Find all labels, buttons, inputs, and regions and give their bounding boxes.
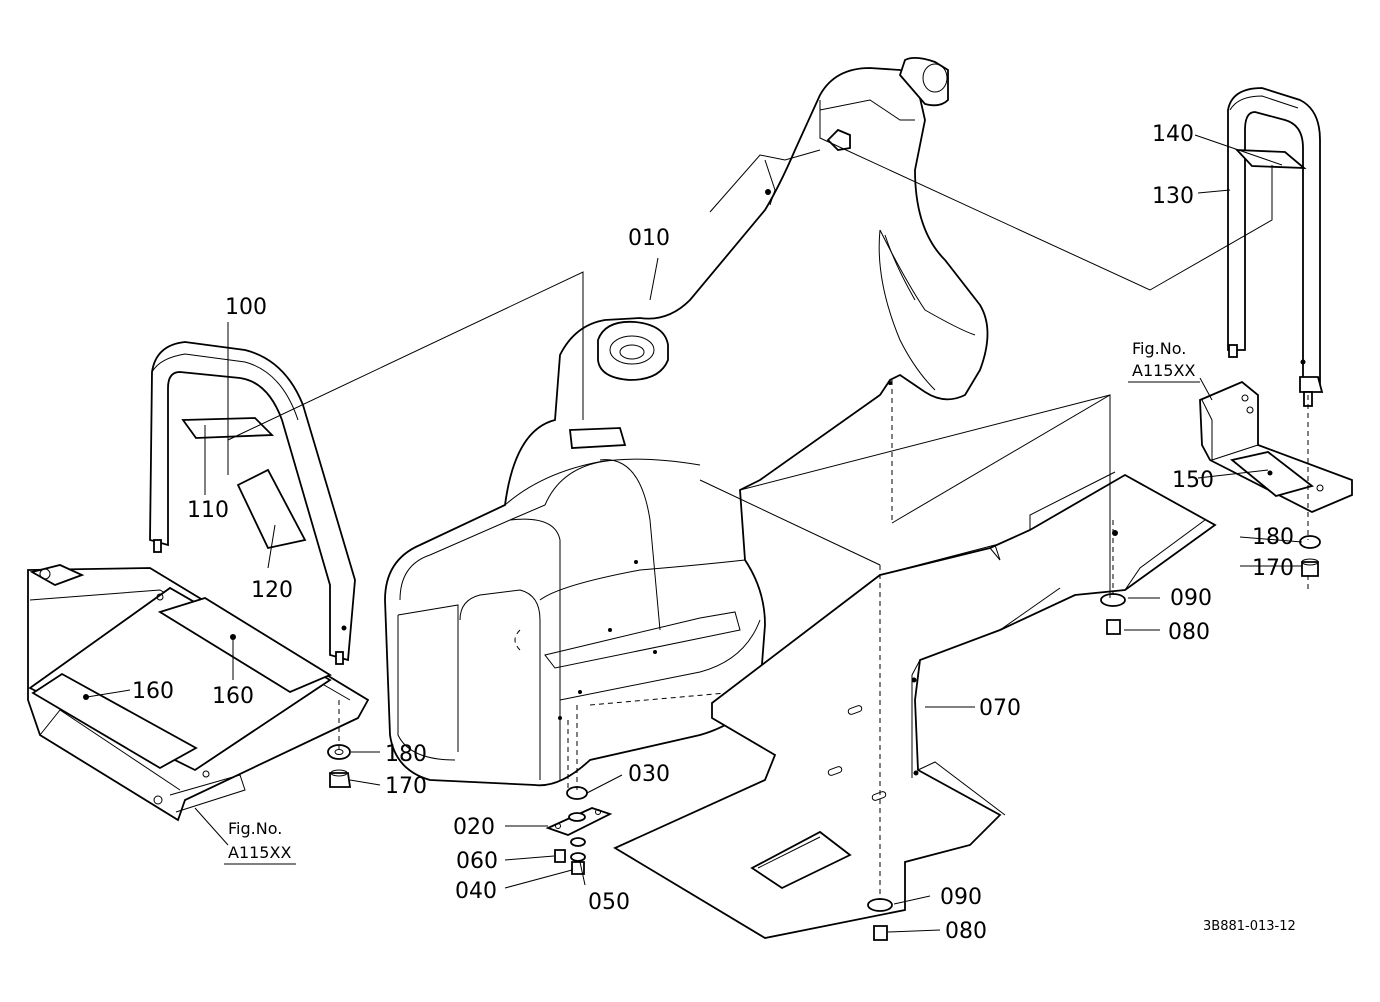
callout-110: 110	[187, 498, 229, 523]
callout-100: 100	[225, 295, 267, 320]
fig-ref-left: Fig.No. A115XX	[224, 819, 296, 865]
fig-ref-label: Fig.No.	[1132, 339, 1186, 358]
nut-right-top	[1299, 376, 1324, 393]
callout-150: 150	[1172, 468, 1214, 493]
callout-040: 040	[455, 879, 497, 904]
drawing-code: 3B881-013-12	[1203, 919, 1296, 934]
callout-060: 060	[456, 849, 498, 874]
callout-010: 010	[628, 226, 670, 251]
tank-band-right	[1227, 87, 1324, 407]
callout-170: 170	[1252, 556, 1294, 581]
pad-140	[1234, 149, 1307, 170]
leader-lines	[86, 134, 1303, 933]
callout-180: 180	[1252, 525, 1294, 550]
fuel-tank	[384, 57, 989, 787]
callout-130: 130	[1152, 184, 1194, 209]
bracket-150	[1199, 380, 1353, 513]
plate-cutout	[750, 830, 852, 890]
frame-base	[27, 564, 370, 822]
fig-ref-code: A115XX	[228, 843, 291, 862]
callout-020: 020	[453, 815, 495, 840]
pad-120	[236, 468, 307, 550]
fig-ref-code: A115XX	[1132, 361, 1195, 380]
callout-120: 120	[251, 578, 293, 603]
filler-cap	[597, 320, 669, 381]
base-plate	[613, 471, 1217, 939]
callout-090: 090	[1170, 586, 1212, 611]
callout-140: 140	[1152, 122, 1194, 147]
callout-080: 080	[1168, 620, 1210, 645]
callout-090: 090	[940, 885, 982, 910]
callout-160: 160	[212, 684, 254, 709]
callout-170: 170	[385, 774, 427, 799]
assembly-lines	[227, 100, 1309, 900]
callout-180: 180	[385, 742, 427, 767]
callout-160: 160	[132, 679, 174, 704]
callout-070: 070	[979, 696, 1021, 721]
callout-030: 030	[628, 762, 670, 787]
callout-050: 050	[588, 890, 630, 915]
callout-080: 080	[945, 919, 987, 944]
fig-ref-label: Fig.No.	[228, 819, 282, 838]
callout-labels: 010 020 030 040 050 060 070 080 080 090 …	[132, 122, 1294, 944]
fig-ref-right: Fig.No. A115XX	[1128, 339, 1200, 383]
